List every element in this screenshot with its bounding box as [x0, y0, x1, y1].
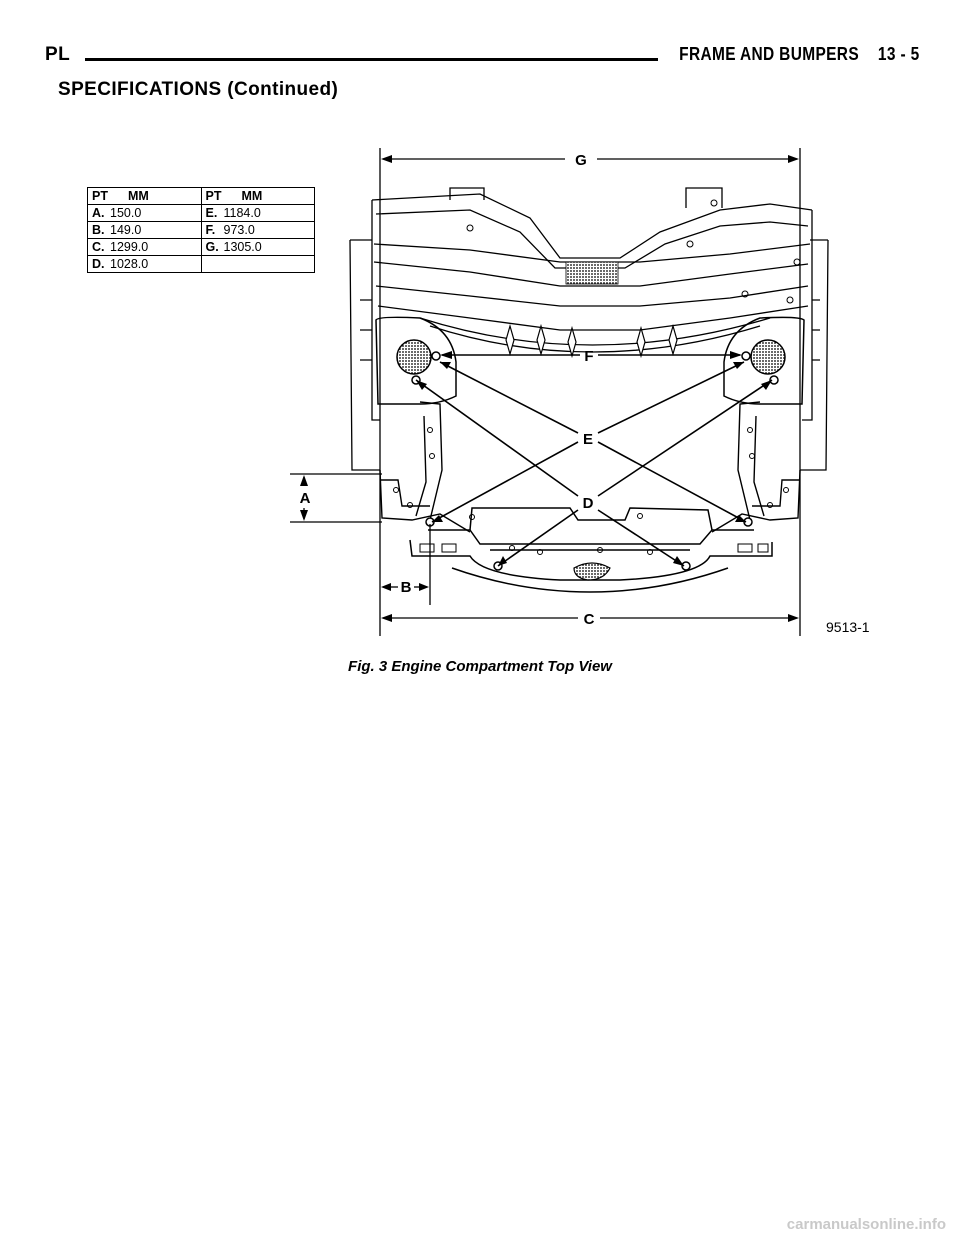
footer-watermark: carmanualsonline.info	[786, 1216, 946, 1233]
table-row: C. 1299.0 G. 1305.0	[87, 238, 315, 256]
spec-table: PT MM PT MM A. 150.0 E. 1184.0 B. 149.0 F. 973…	[87, 187, 315, 273]
spec-point: B.	[92, 223, 105, 237]
spec-cell	[200, 255, 315, 273]
spec-cell: A. 150.0	[87, 204, 202, 222]
spec-value: 1299.0	[110, 240, 149, 254]
engine-compartment-drawing: G F E D A B C 9513-1	[290, 148, 870, 636]
section-title: SPECIFICATIONS (Continued)	[58, 79, 339, 100]
spec-point: C.	[92, 240, 105, 254]
spec-value: 149.0	[110, 223, 142, 237]
dimension-label-d: D	[583, 495, 594, 512]
spec-col-mm: MM	[241, 189, 263, 203]
table-row: D. 1028.0	[87, 255, 315, 273]
spec-col-pt: PT	[92, 189, 108, 203]
spec-point: F.	[205, 223, 216, 237]
header-model-code: PL	[45, 44, 71, 65]
spec-point: E.	[205, 206, 218, 220]
spec-point: A.	[92, 206, 105, 220]
spec-value: 150.0	[110, 206, 142, 220]
dimension-label-e: E	[583, 431, 593, 448]
page-header: PL FRAME AND BUMPERS 13 - 5	[45, 44, 920, 74]
spec-col-pt: PT	[205, 189, 222, 203]
spec-header-right: PT MM	[200, 187, 315, 205]
dimension-label-b: B	[401, 579, 412, 596]
header-page-number: 13 - 5	[878, 44, 920, 64]
spec-point: G.	[205, 240, 219, 254]
dimension-label-c: C	[584, 611, 595, 628]
spec-value: 1184.0	[223, 206, 261, 220]
figure-caption: Fig. 3 Engine Compartment Top View	[348, 658, 612, 675]
spec-value: 1305.0	[223, 240, 262, 254]
figure-id: 9513-1	[826, 619, 870, 635]
spec-cell: E. 1184.0	[200, 204, 315, 222]
spec-table-header: PT MM PT MM	[87, 187, 315, 205]
spec-cell: C. 1299.0	[87, 238, 202, 256]
dimension-label-a: A	[300, 490, 311, 507]
spec-cell: B. 149.0	[87, 221, 202, 239]
dimension-label-f: F	[584, 348, 593, 365]
spec-cell: D. 1028.0	[87, 255, 202, 273]
header-section-title: FRAME AND BUMPERS	[679, 44, 860, 64]
spec-cell: G. 1305.0	[200, 238, 315, 256]
spec-value: 1028.0	[110, 257, 149, 271]
spec-col-mm: MM	[127, 189, 149, 203]
spec-header-left: PT MM	[87, 187, 202, 205]
dimension-label-g: G	[575, 152, 587, 169]
header-right: FRAME AND BUMPERS 13 - 5	[680, 44, 920, 65]
table-row: B. 149.0 F. 973.0	[87, 221, 315, 239]
header-rule	[85, 58, 658, 61]
spec-point: D.	[92, 257, 105, 271]
spec-value: 973.0	[223, 223, 255, 237]
